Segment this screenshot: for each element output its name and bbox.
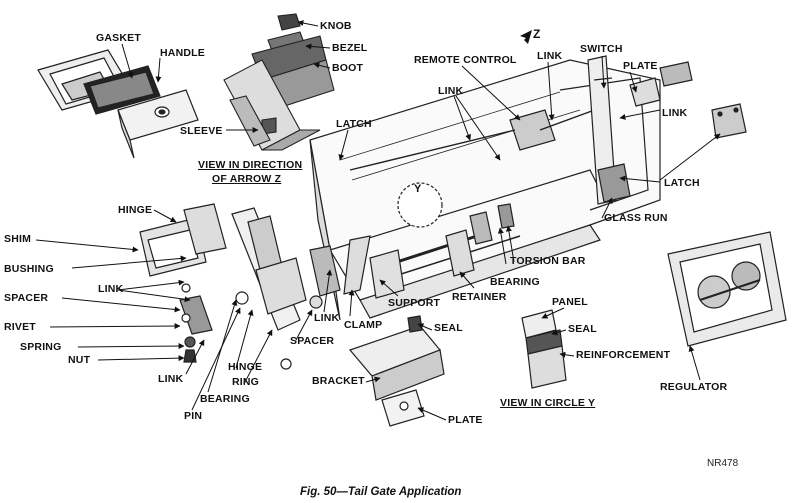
- label-link-center: LINK: [438, 85, 464, 97]
- label-gasket: GASKET: [96, 32, 141, 44]
- label-spacer-bottom: SPACER: [290, 335, 335, 347]
- leader-lines: [35, 20, 721, 421]
- label-shim: SHIM: [4, 233, 32, 245]
- hinge-assembly-drawing: [139, 203, 371, 370]
- handle-assembly-drawing: [37, 49, 199, 159]
- label-glass-run: GLASS RUN: [604, 212, 668, 224]
- label-bearing-right: BEARING: [490, 276, 540, 288]
- label-remote-control: REMOTE CONTROL: [414, 54, 517, 66]
- label-link-left: LINK: [98, 283, 124, 295]
- label-regulator: REGULATOR: [660, 381, 728, 393]
- label-nut: NUT: [68, 354, 91, 366]
- label-plate-bottom: PLATE: [448, 414, 483, 426]
- label-torsion-bar: TORSION BAR: [510, 255, 586, 267]
- label-link-top-center: LINK: [537, 50, 563, 62]
- label-retainer: RETAINER: [452, 291, 507, 303]
- remote-control-linkage-drawing: [349, 55, 747, 205]
- label-hinge-bottom: HINGE: [228, 361, 263, 373]
- label-spring: SPRING: [20, 341, 62, 353]
- arrow-z-label: Z: [533, 27, 540, 41]
- view-circle-y-drawing: [521, 309, 567, 389]
- label-view-arrow-z-line2: OF ARROW Z: [212, 173, 282, 185]
- label-support: SUPPORT: [388, 297, 441, 309]
- label-sleeve: SLEEVE: [180, 125, 223, 137]
- figure-code: NR478: [707, 458, 739, 469]
- label-hinge-left: HINGE: [118, 204, 153, 216]
- regulator-drawing: [667, 231, 787, 347]
- label-bearing-left: BEARING: [200, 393, 250, 405]
- bracket-plate-drawing: [348, 315, 445, 427]
- label-bezel: BEZEL: [332, 42, 368, 54]
- label-view-arrow-z-line1: VIEW IN DIRECTION: [198, 159, 303, 171]
- label-panel: PANEL: [552, 296, 588, 308]
- label-link-right: LINK: [662, 107, 688, 119]
- label-view-circle-y: VIEW IN CIRCLE Y: [500, 397, 596, 409]
- label-link-bottom-left: LINK: [158, 373, 184, 385]
- support-retainer-drawing: [369, 203, 515, 299]
- label-boot: BOOT: [332, 62, 364, 74]
- label-seal-right: SEAL: [568, 323, 597, 335]
- label-bushing: BUSHING: [4, 263, 54, 275]
- label-knob: KNOB: [320, 20, 352, 32]
- label-link-clamp: LINK: [314, 312, 340, 324]
- label-latch-right: LATCH: [664, 177, 700, 189]
- label-ring: RING: [232, 376, 260, 388]
- label-plate-top: PLATE: [623, 60, 658, 72]
- label-rivet: RIVET: [4, 321, 36, 333]
- label-bracket: BRACKET: [312, 375, 365, 387]
- label-clamp: CLAMP: [344, 319, 383, 331]
- circle-y-label: Y: [414, 183, 422, 195]
- label-handle: HANDLE: [160, 47, 205, 59]
- arrow-z: [514, 30, 532, 50]
- label-seal-center: SEAL: [434, 322, 463, 334]
- figure-caption: Fig. 50—Tail Gate Application: [300, 486, 462, 498]
- label-switch: SWITCH: [580, 43, 623, 55]
- label-spacer-left: SPACER: [4, 292, 49, 304]
- label-pin: PIN: [184, 410, 203, 422]
- label-reinforcement: REINFORCEMENT: [576, 349, 671, 361]
- label-latch-center: LATCH: [336, 118, 372, 130]
